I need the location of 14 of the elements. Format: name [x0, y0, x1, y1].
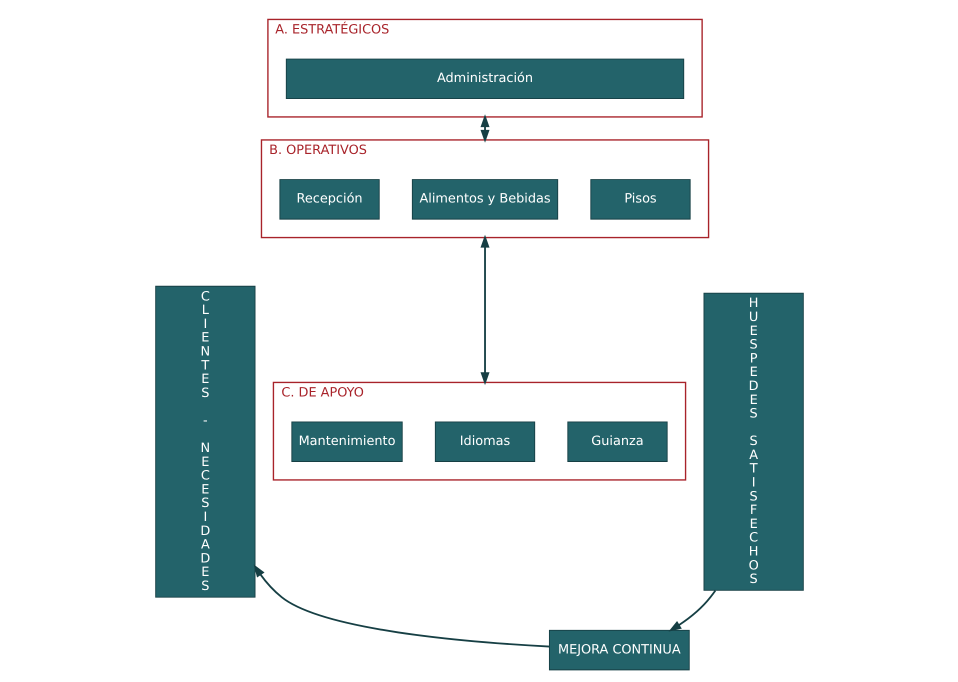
- arrow: [253, 564, 549, 648]
- node-box: Recepción: [278, 179, 380, 220]
- arrow: [480, 114, 490, 143]
- arrow: [480, 234, 490, 386]
- node-box: HUESPEDES SATISFECHOS: [703, 292, 804, 591]
- node-box: Pisos: [590, 179, 690, 220]
- node-box: Mantenimiento: [290, 422, 402, 462]
- node-box: Alimentos y Bebidas: [411, 179, 558, 220]
- node-box: CLIENTES - NECESIDADES: [154, 286, 255, 598]
- arrow: [668, 590, 716, 632]
- node-box: Administración: [285, 58, 684, 100]
- node-box: Guianza: [566, 422, 668, 462]
- node-box: Idiomas: [434, 422, 535, 462]
- node-box: MEJORA CONTINUA: [548, 630, 690, 670]
